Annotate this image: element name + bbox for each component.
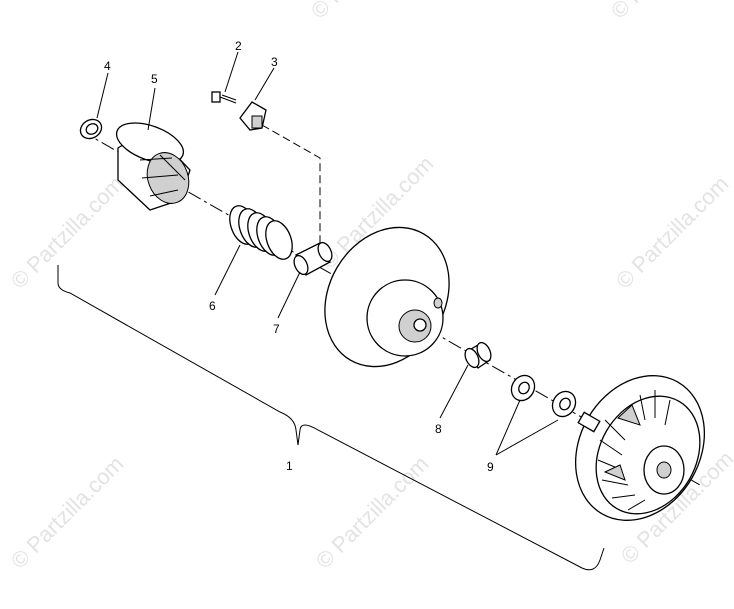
watermark: © Partzilla.com [6,451,129,574]
spring-part-6 [229,205,293,260]
stationary-sheave [574,375,706,521]
watermark: © Partzilla.com [611,171,734,294]
callout-4: 4 [104,59,111,73]
moveable-sheave [324,226,450,368]
assembly-bracket-part-1 [57,265,605,571]
callout-7: 7 [273,322,280,336]
screw-part-2 [211,91,237,104]
bushing-part-7 [293,241,333,276]
watermark: © Partzilla.com [311,451,434,574]
callout-1: 1 [286,459,293,473]
callout-9: 9 [487,460,494,474]
button-part-3 [239,101,267,131]
callout-5: 5 [151,72,158,86]
callout-8: 8 [435,422,442,436]
leader-lines [96,51,559,456]
snap-ring-part-4 [79,118,103,140]
watermark: © Partzilla.com [606,0,729,24]
bushing-part-8 [464,341,492,369]
callout-6: 6 [209,299,216,313]
watermark: © Partzilla.com [306,0,429,24]
callout-labels: 1 2 3 4 5 6 7 8 9 [104,39,494,474]
cam-part-5 [115,122,191,211]
callout-3: 3 [271,55,278,69]
part-3-leader-dashed [261,124,321,250]
washers-part-9 [510,374,577,418]
callout-2: 2 [235,39,242,53]
watermark: © Partzilla.com [6,171,129,294]
